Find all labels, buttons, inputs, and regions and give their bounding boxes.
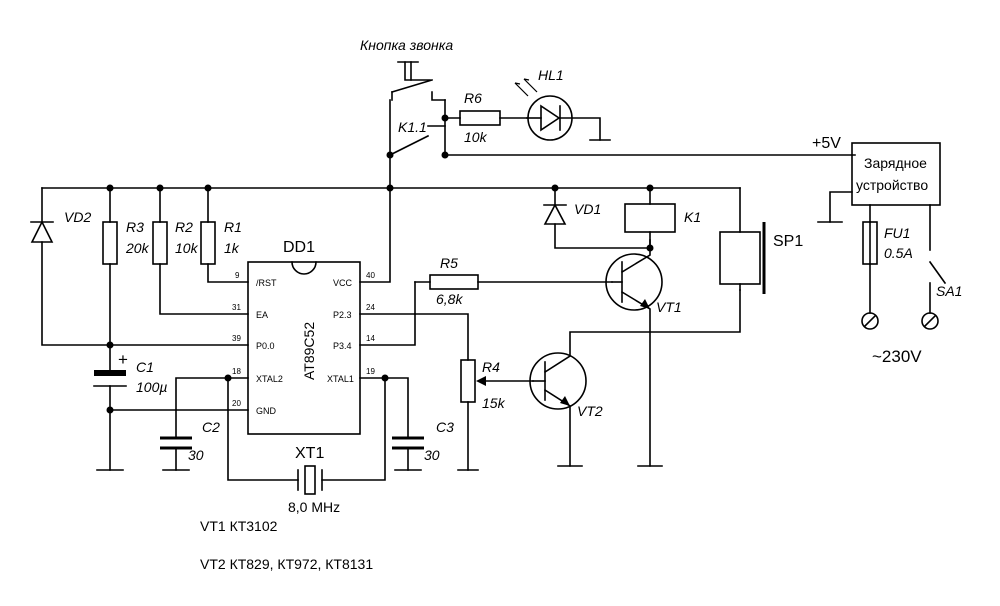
pin-p00-num: 39: [232, 334, 241, 343]
r1-label: R1: [224, 219, 242, 235]
relay-coil-k1: K1: [624, 187, 701, 249]
c3-value: 30: [424, 447, 440, 463]
resistor-r1: R1 1k: [200, 187, 249, 283]
p23-p34-wire: [359, 313, 416, 346]
pin-p23-num: 24: [366, 303, 375, 312]
charger-line1: Зарядное: [864, 155, 927, 171]
pin-p00: P0.0: [256, 341, 275, 351]
r6-label: R6: [464, 90, 482, 106]
vd1-label: VD1: [574, 201, 601, 217]
fuse-fu1: FU1 0.5A: [861, 204, 913, 330]
capacitor-c1: + C1 100µ: [93, 344, 167, 471]
pin-gnd-num: 20: [232, 399, 241, 408]
chip-dd1: DD1 AT89C52 /RST 9 EA 31 P0.0 39 XTAL2 1…: [232, 239, 375, 435]
pin-xtal1: XTAL1: [327, 374, 354, 384]
charger-line2: устройство: [856, 177, 928, 193]
diode-vd1: VD1: [543, 187, 654, 252]
c1-value: 100µ: [136, 379, 167, 395]
capacitor-c3: C3 30: [384, 377, 454, 471]
crystal-xt1: XT1 8,0 MHz: [224, 374, 389, 515]
c1-plus: +: [118, 350, 128, 369]
fu1-value: 0.5A: [884, 245, 913, 261]
bell-button-caption: Кнопка звонка: [360, 37, 453, 53]
r4-value: 15k: [482, 395, 506, 411]
potentiometer-r4: R4 15k: [414, 313, 534, 471]
r3-label: R3: [126, 219, 144, 235]
resistor-r3: R3 20k: [102, 187, 150, 349]
speaker-sp1: SP1: [719, 187, 803, 294]
pin-vcc: VCC: [333, 278, 353, 288]
r2-value: 10k: [175, 240, 199, 256]
r2-label: R2: [175, 219, 193, 235]
resistor-r6: R6 10k: [444, 90, 528, 145]
pin-xtal1-num: 19: [366, 367, 375, 376]
c3-label: C3: [436, 419, 454, 435]
pin-vcc-num: 40: [366, 271, 375, 280]
pin-rst-num: 9: [235, 271, 240, 280]
resistor-r2: R2 10k: [152, 187, 249, 315]
mains-label: ~230V: [872, 347, 922, 366]
led-hl1: HL1: [514, 67, 611, 141]
vd2-label: VD2: [64, 209, 91, 225]
capacitor-c2: C2 30: [160, 377, 229, 471]
charger-box: Зарядное устройство: [817, 142, 941, 223]
transistor-vt2: VT2: [529, 289, 741, 467]
vcc-rail: [41, 184, 741, 192]
pin-xtal2-num: 18: [232, 367, 241, 376]
plus5v-label: +5V: [812, 135, 841, 152]
xt1-label: XT1: [295, 445, 324, 462]
r4-label: R4: [482, 359, 500, 375]
resistor-r5: R5 6,8k: [414, 255, 613, 315]
transistor-vt1: VT1: [605, 239, 682, 467]
r6-value: 10k: [464, 129, 488, 145]
vcc-wire: [359, 187, 391, 283]
c2-label: C2: [202, 419, 220, 435]
note-vt1: VT1 КТ3102: [200, 518, 278, 534]
relay-contact-k11: K1.1 +5V: [386, 99, 856, 189]
r3-value: 20k: [125, 240, 150, 256]
xt1-value: 8,0 MHz: [288, 499, 340, 515]
k11-label: K1.1: [398, 119, 427, 135]
r5-value: 6,8k: [436, 291, 463, 307]
pin-ea-num: 31: [232, 303, 241, 312]
pin-ea: EA: [256, 310, 268, 320]
pin-gnd: GND: [256, 406, 277, 416]
pin-xtal2: XTAL2: [256, 374, 283, 384]
hl1-label: HL1: [538, 67, 564, 83]
dd1-label: DD1: [283, 239, 315, 256]
vt2-label: VT2: [577, 403, 603, 419]
pin-p23: P2.3: [333, 310, 352, 320]
c1-label: C1: [136, 359, 154, 375]
c2-value: 30: [188, 447, 204, 463]
chip-name: AT89C52: [301, 322, 317, 380]
pin-p34-num: 14: [366, 334, 375, 343]
sp1-label: SP1: [773, 233, 803, 250]
r5-label: R5: [440, 255, 458, 271]
vt1-label: VT1: [656, 299, 682, 315]
fu1-label: FU1: [884, 225, 910, 241]
pin-p34: P3.4: [333, 341, 352, 351]
k1-label: K1: [684, 209, 701, 225]
switch-sa1: SA1: [921, 204, 962, 330]
pin-rst: /RST: [256, 278, 277, 288]
sa1-label: SA1: [936, 283, 962, 299]
r1-value: 1k: [224, 240, 240, 256]
note-vt2: VT2 КТ829, КТ972, КТ8131: [200, 556, 373, 572]
diode-vd2: VD2: [30, 187, 249, 346]
bell-button: Кнопка звонка: [360, 37, 453, 101]
